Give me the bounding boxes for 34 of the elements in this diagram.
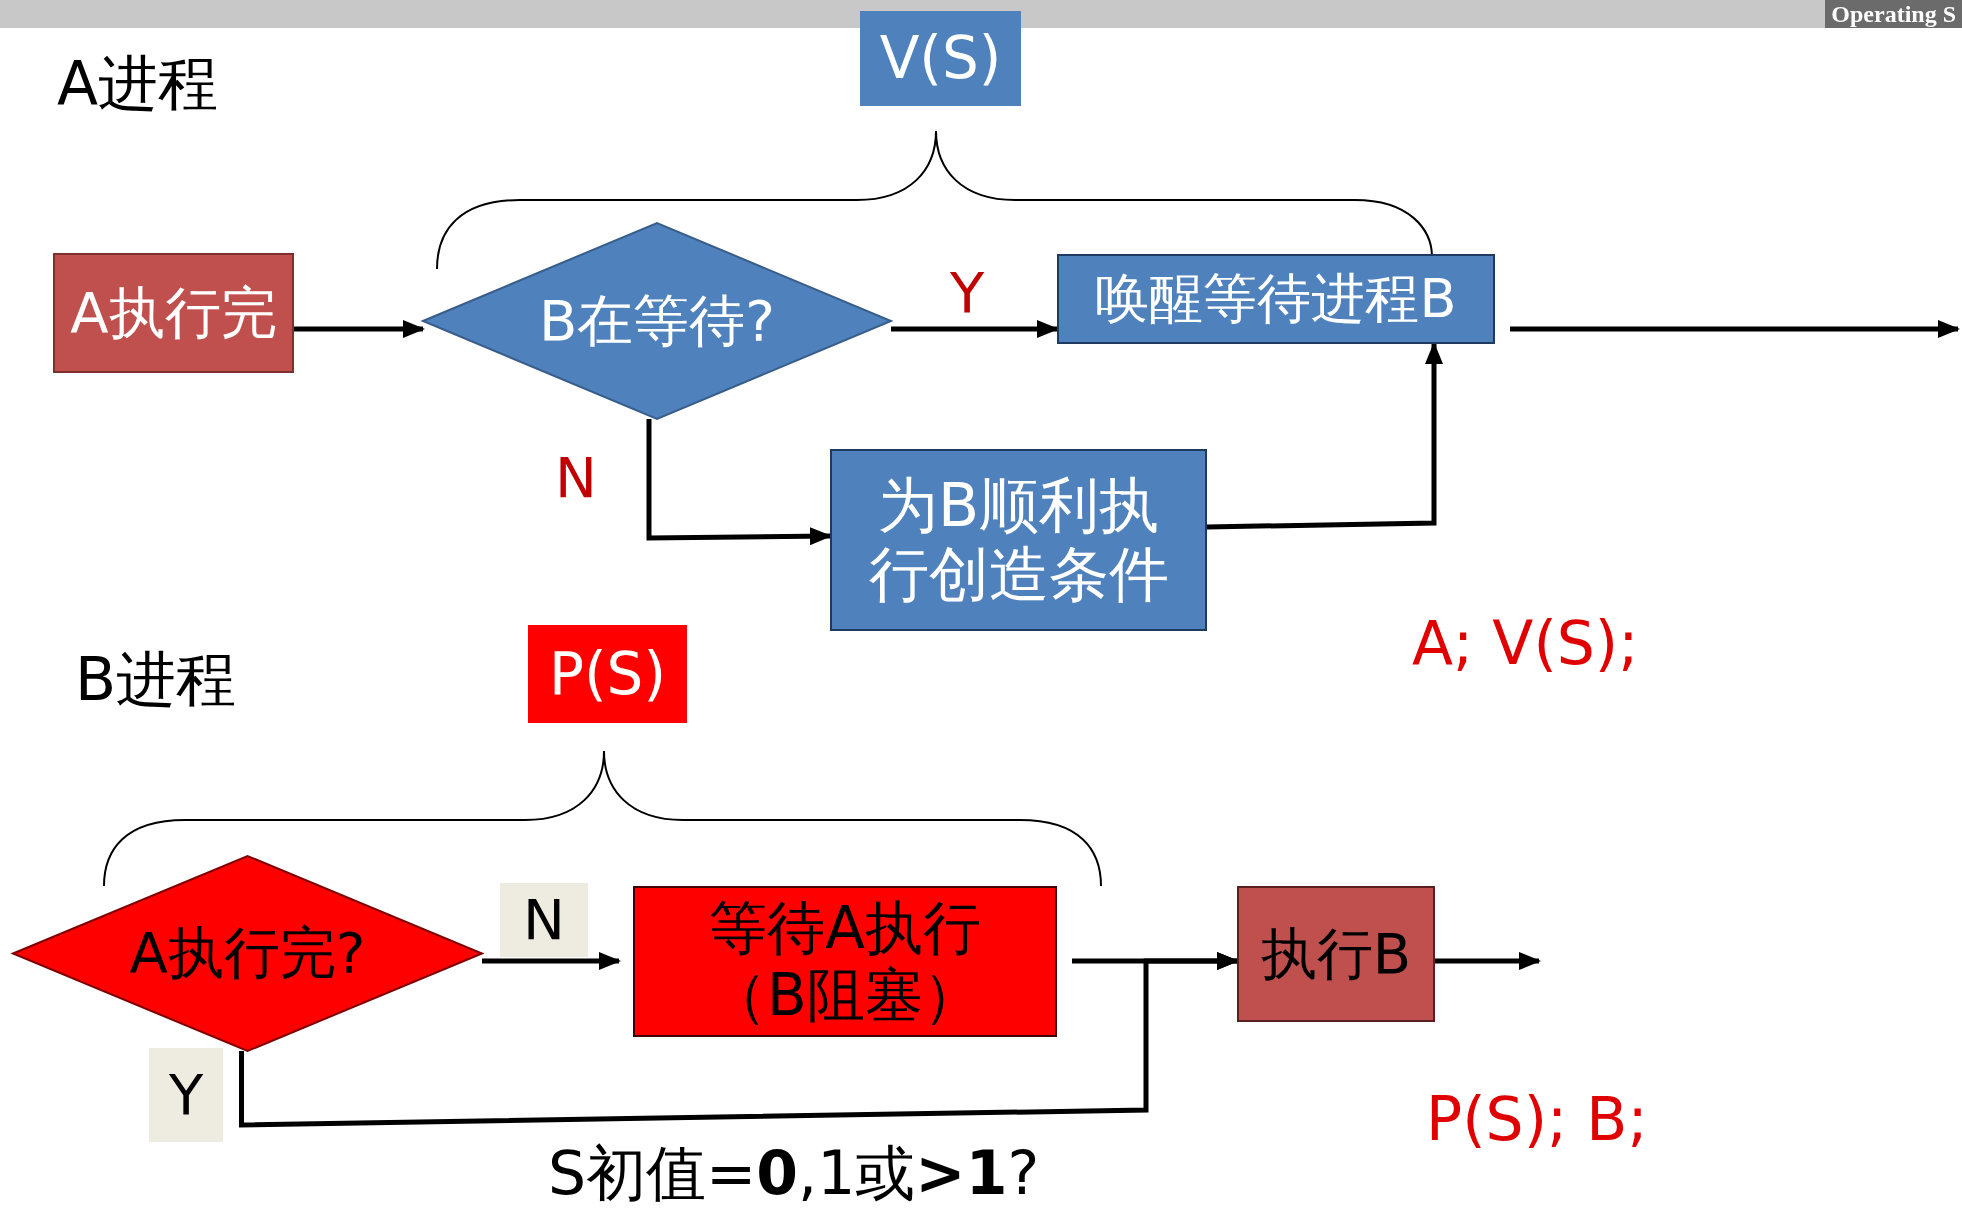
arrow xyxy=(239,952,1239,1128)
node-text: A执行完 xyxy=(70,280,277,346)
arrow xyxy=(294,320,425,338)
section-title: A进程 xyxy=(57,50,219,116)
node-text: V(S) xyxy=(879,25,1002,92)
section-title: B进程 xyxy=(75,646,237,712)
arrow xyxy=(646,419,832,546)
node-text: 唤醒等待进程B xyxy=(1095,267,1457,331)
process-box xyxy=(830,449,1207,631)
node-text: P(S) xyxy=(548,640,667,708)
arrow xyxy=(482,952,621,970)
process-box xyxy=(860,11,1021,106)
node-text: 执行B xyxy=(1260,921,1412,987)
edge-label: Y xyxy=(948,262,986,324)
process-box xyxy=(1057,254,1495,344)
node-text: A执行完? xyxy=(129,921,366,986)
node-text: 为B顺利执行创造条件 xyxy=(867,471,1170,609)
edge-label: Y xyxy=(149,1048,223,1142)
process-box xyxy=(528,625,687,723)
arrow xyxy=(1435,952,1541,970)
node-text: 等待A执行（B阻塞） xyxy=(708,894,982,1029)
process-box xyxy=(53,253,294,373)
question-text: S初值=0,1或>1? xyxy=(548,1140,1040,1206)
process-box xyxy=(633,886,1057,1037)
code-note: A; V(S); xyxy=(1412,610,1639,676)
arrow xyxy=(1510,320,1960,338)
header-text: Operating S xyxy=(1825,0,1962,28)
arrow xyxy=(1206,342,1443,530)
node-text: B在等待? xyxy=(538,288,776,354)
process-box xyxy=(1237,886,1435,1022)
code-note: P(S); B; xyxy=(1426,1086,1648,1152)
edge-label: N xyxy=(554,446,598,510)
arrow xyxy=(891,320,1059,338)
edge-label: N xyxy=(500,883,588,957)
